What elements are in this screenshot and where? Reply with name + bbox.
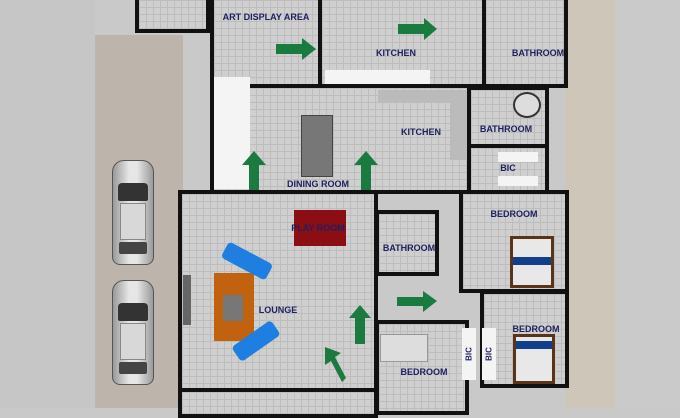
sunlit-floor: [214, 77, 250, 189]
garden-right: [565, 0, 615, 408]
arrow-diagonal-icon: [325, 347, 346, 382]
bed-2: [513, 334, 555, 384]
kitchen-island: [378, 90, 468, 102]
bic-shelf-2: [498, 176, 538, 186]
arrow-up-icon: [349, 305, 371, 344]
yard-right: [615, 0, 680, 408]
arrow-right-icon: [276, 38, 316, 60]
car-1: [112, 160, 154, 265]
bedside-bed: [380, 334, 428, 362]
bathtub: [513, 92, 541, 118]
direction-arrows: [242, 18, 437, 382]
label-dining-room: DINING ROOM: [287, 179, 349, 189]
label-bic-right: BIC: [500, 163, 516, 173]
kitchen-counter: [325, 70, 430, 84]
label-bedroom-right-top: BEDROOM: [490, 209, 538, 219]
side-strip: [0, 0, 95, 408]
label-lounge: LOUNGE: [258, 305, 298, 315]
bic-cupboard-1: [462, 328, 476, 380]
label-bedroom-bottom: BEDROOM: [400, 367, 448, 377]
label-bic-left: BIC: [464, 347, 474, 361]
play-mat: [294, 210, 346, 246]
arrow-up-icon: [242, 151, 266, 190]
tv-unit: [183, 275, 191, 325]
label-bathroom-top: BATHROOM: [511, 48, 565, 58]
label-art-display-area: ART DISPLAY AREA: [222, 12, 310, 22]
label-bathroom-right: BATHROOM: [479, 124, 533, 134]
car-2: [112, 280, 154, 385]
label-play-room: PLAY ROOM: [291, 223, 345, 233]
label-bic-right-lower: BIC: [484, 347, 494, 361]
garage-top: [135, 0, 210, 33]
bic-cupboard-2: [482, 328, 496, 380]
kitchen-bench: [450, 90, 466, 160]
label-bedroom-right-bottom: BEDROOM: [512, 324, 560, 334]
arrow-right-icon: [398, 18, 437, 40]
label-kitchen-main: KITCHEN: [401, 127, 441, 137]
bathroom-center: [375, 210, 439, 276]
dining-table: [301, 115, 333, 177]
arrow-up-icon: [354, 151, 378, 190]
coffee-table: [223, 295, 243, 321]
arrow-right-icon: [397, 291, 437, 312]
label-bathroom-center: BATHROOM: [382, 243, 436, 253]
label-kitchen-top: KITCHEN: [376, 48, 416, 58]
bed-1: [510, 236, 554, 288]
bic-shelf: [498, 152, 538, 162]
bathroom-top: [482, 0, 568, 88]
